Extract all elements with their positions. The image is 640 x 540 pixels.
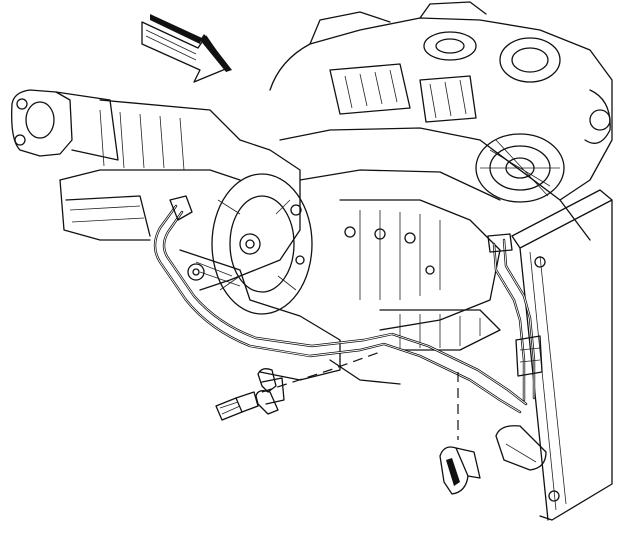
automatic-transmission [11,89,341,381]
line-retaining-clip-lower [439,446,481,495]
line-bracket [495,335,547,471]
arrow-down-right-icon [141,14,232,83]
cooler-line-fitting [215,391,259,421]
radiator [511,189,613,521]
line-retaining-clip [255,368,285,415]
transmission-cooler-lines [153,195,536,414]
explode-line-left [261,351,381,393]
engine-block [269,1,613,385]
